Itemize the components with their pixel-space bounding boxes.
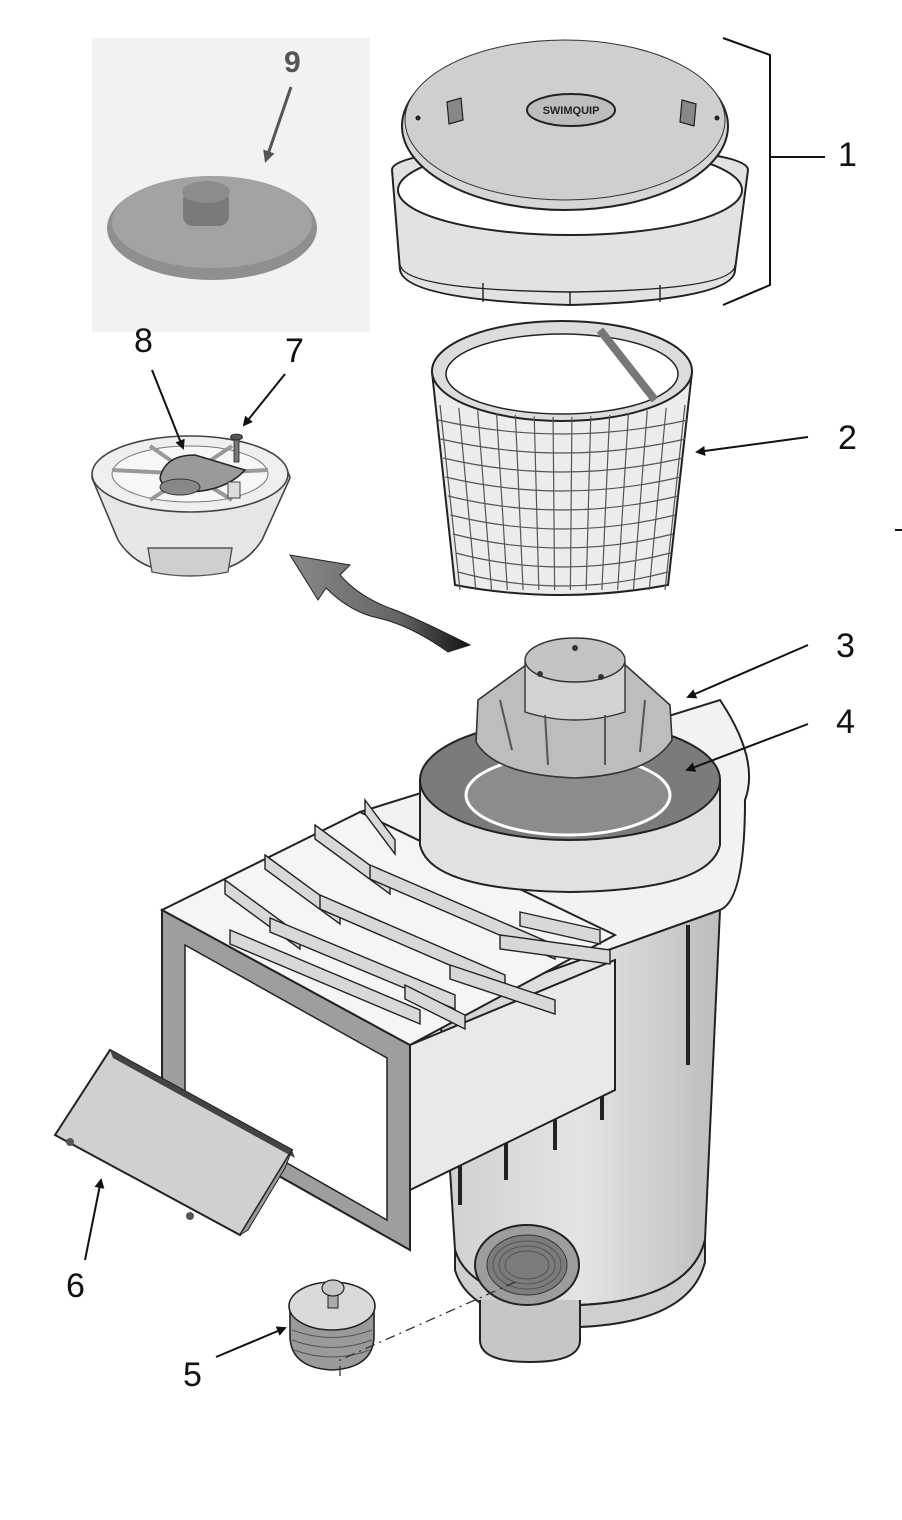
callout-1-label: 1 bbox=[838, 136, 857, 174]
callout-9-arrow bbox=[263, 86, 293, 163]
callout-4-label: 4 bbox=[836, 703, 855, 741]
callout-6-arrow bbox=[84, 1178, 105, 1261]
callout-1-bracket bbox=[722, 37, 771, 306]
basket-rib bbox=[664, 404, 686, 591]
basket-band bbox=[455, 552, 671, 568]
callout-7-arrow bbox=[242, 373, 286, 427]
callout-5-label: 5 bbox=[183, 1356, 202, 1394]
callout-2-arrow bbox=[695, 436, 809, 456]
vacuum-plate-cover bbox=[91, 435, 291, 577]
outlet-pipe bbox=[479, 1300, 581, 1364]
callout-2-label: 2 bbox=[838, 419, 857, 457]
weir-door bbox=[53, 1048, 295, 1237]
basket-rib bbox=[533, 416, 540, 591]
throat-slat bbox=[449, 964, 556, 1015]
callout-3-label: 3 bbox=[836, 627, 855, 665]
inset-panel-part-9: 9 bbox=[92, 38, 370, 332]
brand-label: SWIMQUIP bbox=[543, 105, 600, 117]
basket-rib bbox=[648, 407, 667, 591]
plug-install-guide-line bbox=[339, 1279, 521, 1376]
throat-slats bbox=[224, 797, 611, 1031]
callout-4-arrow bbox=[685, 723, 809, 772]
callout-6-label: 6 bbox=[66, 1267, 85, 1305]
lid-slot-right bbox=[679, 99, 697, 127]
throat-slat bbox=[499, 934, 611, 965]
throat-slat bbox=[364, 797, 396, 857]
basket-grid bbox=[437, 404, 689, 591]
lid-slot-left bbox=[446, 97, 464, 125]
basket-band bbox=[452, 533, 674, 549]
basket-band bbox=[445, 476, 681, 492]
basket-band bbox=[447, 495, 679, 511]
basket-rib bbox=[601, 414, 611, 591]
throat-slat bbox=[229, 928, 421, 1026]
assembly-arrow bbox=[288, 554, 472, 653]
callout-8-label: 8 bbox=[134, 322, 153, 360]
basket-rib bbox=[495, 412, 508, 591]
callout-7-label: 7 bbox=[285, 332, 304, 370]
callout-5-arrow bbox=[215, 1326, 287, 1358]
basket-rib bbox=[439, 404, 461, 591]
callout-8-arrow bbox=[151, 369, 185, 450]
basket-rib bbox=[514, 414, 524, 591]
basket-band bbox=[442, 457, 684, 473]
basket-band bbox=[437, 419, 689, 435]
basket-band bbox=[457, 571, 669, 587]
basket-band bbox=[440, 438, 686, 454]
callout-3-arrow bbox=[686, 644, 809, 699]
float-valve bbox=[475, 637, 673, 779]
screw bbox=[230, 433, 243, 463]
basket-rib bbox=[552, 416, 556, 591]
throat-slat bbox=[519, 911, 601, 945]
threaded-plug bbox=[288, 1279, 376, 1371]
basket-rib bbox=[458, 407, 477, 591]
throat-slat bbox=[404, 983, 466, 1031]
lid-and-collar: SWIMQUIP bbox=[390, 39, 750, 307]
basket-band bbox=[450, 514, 676, 530]
basket-rib bbox=[569, 416, 573, 591]
vacuum-plate-disc bbox=[107, 176, 317, 280]
callout-9-label: 9 bbox=[284, 46, 301, 79]
lid-logo-badge bbox=[526, 93, 616, 127]
basket-rib bbox=[617, 412, 630, 591]
basket-rib bbox=[585, 416, 592, 591]
strainer-basket bbox=[430, 320, 694, 596]
